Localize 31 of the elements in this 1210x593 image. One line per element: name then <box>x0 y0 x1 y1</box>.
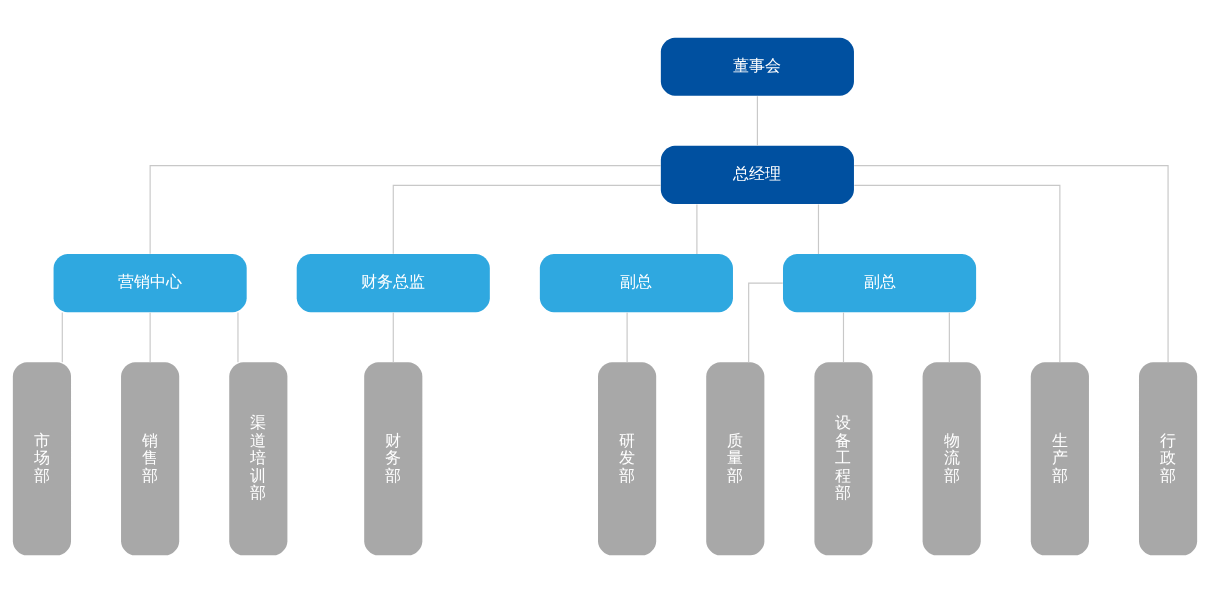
node-box: 渠道培训部 <box>229 362 288 556</box>
node-box: 副总 <box>783 254 977 313</box>
connector <box>853 184 1061 363</box>
connector <box>149 311 151 363</box>
connector <box>61 311 63 363</box>
node-box: 研发部 <box>598 362 657 556</box>
node-box: 营销中心 <box>53 254 247 313</box>
node-box: 质量部 <box>706 362 765 556</box>
connector <box>853 165 1169 363</box>
connector <box>392 311 394 363</box>
connector <box>948 311 950 363</box>
connector <box>842 311 845 363</box>
node-box: 生产部 <box>1030 362 1089 556</box>
node-box: 总经理 <box>660 145 854 204</box>
node-box: 市场部 <box>12 362 71 556</box>
node-box: 财务部 <box>364 362 423 556</box>
node-box: 销售部 <box>121 362 180 556</box>
node-box: 设备工程部 <box>814 362 873 556</box>
connector <box>237 311 239 363</box>
node-box: 财务总监 <box>296 254 490 313</box>
node-box: 副总 <box>539 254 733 313</box>
connector <box>817 203 820 255</box>
connector <box>149 165 662 255</box>
node-box: 物流部 <box>922 362 981 556</box>
connector <box>392 184 662 255</box>
connector <box>626 311 628 363</box>
connector <box>748 282 784 363</box>
connector <box>696 203 698 255</box>
node-box: 行政部 <box>1139 362 1198 556</box>
connector <box>756 95 758 147</box>
node-box: 董事会 <box>660 37 854 96</box>
